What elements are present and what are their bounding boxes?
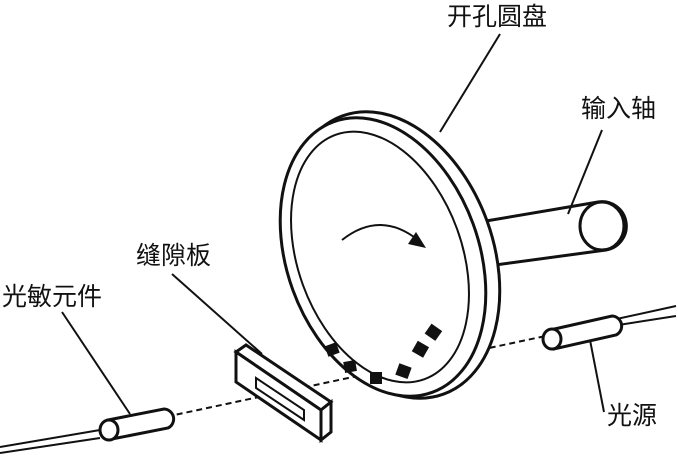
leader-disk xyxy=(440,34,500,132)
light-source xyxy=(543,306,676,349)
label-light-source: 光源 xyxy=(607,403,657,428)
label-slotted-disk: 开孔圆盘 xyxy=(447,4,547,29)
leader-slit xyxy=(172,274,262,354)
leader-light xyxy=(590,340,604,412)
leader-photo xyxy=(62,312,130,414)
label-input-shaft: 输入轴 xyxy=(581,96,656,121)
label-photo-element: 光敏元件 xyxy=(2,284,102,309)
disk-hole xyxy=(370,372,382,384)
disk-hole xyxy=(343,360,357,373)
input-shaft xyxy=(480,202,626,266)
slit-plate xyxy=(236,345,331,440)
photo-element xyxy=(0,409,174,453)
label-slit-plate: 缝隙板 xyxy=(136,243,211,268)
